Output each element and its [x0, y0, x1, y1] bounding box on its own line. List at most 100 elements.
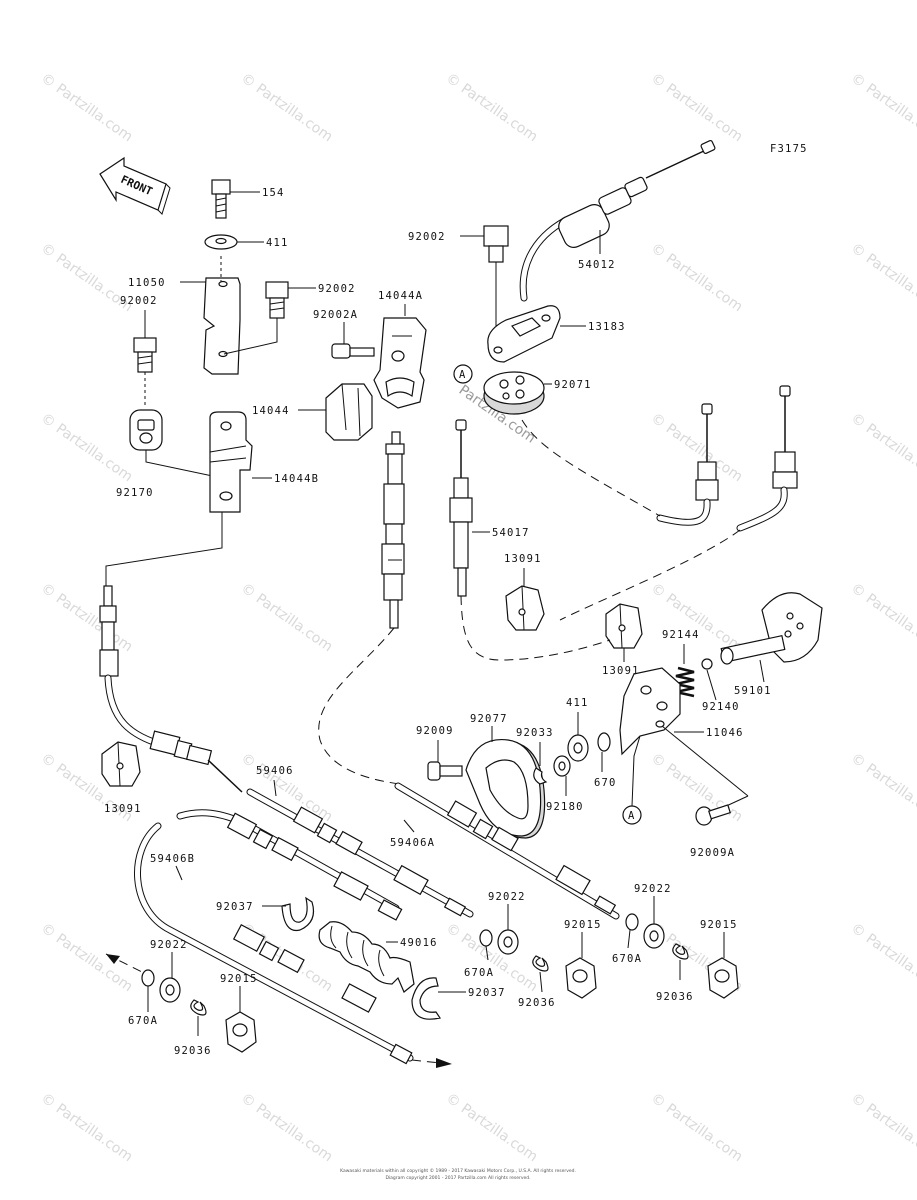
callout-92022-left: 92022: [150, 939, 188, 951]
washer-92022-left: [159, 977, 181, 1003]
watermark: © Partzilla.com: [443, 1090, 541, 1165]
bolt-92002A: [331, 343, 375, 359]
callout-92140: 92140: [702, 701, 740, 713]
callout-411: 411: [266, 237, 289, 249]
callout-14044B: 14044B: [274, 473, 319, 485]
bolt-92002-upper: [265, 281, 289, 319]
callout-92002: 92002: [318, 283, 356, 295]
watermark: © Partzilla.com: [443, 70, 541, 145]
callout-92037-upper: 92037: [216, 901, 254, 913]
o-ring-670: [597, 732, 611, 752]
watermark: © Partzilla.com: [848, 70, 917, 145]
ref-circle-a-bottom: A: [622, 805, 642, 825]
screw-92009: [427, 761, 463, 781]
callout-59101: 59101: [734, 685, 772, 697]
washer-92022-right: [643, 923, 665, 949]
bolt-154: [211, 179, 231, 219]
washer-92036-right: [672, 943, 689, 960]
callout-92015-center: 92015: [564, 919, 602, 931]
callout-92071: 92071: [554, 379, 592, 391]
callout-11046: 11046: [706, 727, 744, 739]
watermark: © Partzilla.com: [38, 1090, 136, 1165]
callout-670A-left: 670A: [128, 1015, 158, 1027]
callout-92033: 92033: [516, 727, 554, 739]
callout-92002-right: 92002: [408, 231, 446, 243]
footer-diagram-copyright: Diagram copyright 2001 - 2017 Partzilla.…: [385, 1175, 530, 1181]
washer-92180: [553, 755, 571, 777]
watermark: © Partzilla.com: [38, 580, 136, 655]
o-ring-670A-center: [479, 929, 493, 947]
callout-59406A: 59406A: [390, 837, 435, 849]
callout-54012: 54012: [578, 259, 616, 271]
watermark: © Partzilla.com: [648, 70, 746, 145]
callout-92144: 92144: [662, 629, 700, 641]
boot-49016: [318, 921, 415, 993]
cable-59406A: [394, 782, 620, 920]
callout-14044A: 14044A: [378, 290, 423, 302]
ball-92140: [701, 658, 713, 670]
o-ring-670A-right: [625, 913, 639, 931]
cable-59406B: [134, 809, 414, 1065]
callout-11050: 11050: [128, 277, 166, 289]
washer-411-lower: [567, 734, 589, 762]
cable-sheath-left: [149, 730, 243, 793]
bracket-14044A: [373, 317, 427, 409]
callout-92077: 92077: [470, 713, 508, 725]
washer-92036-center: [532, 955, 549, 972]
bracket-11050: [203, 277, 241, 375]
cable-59406: [246, 788, 474, 918]
callout-670: 670: [594, 777, 617, 789]
ref-circle-a-top: A: [453, 364, 473, 384]
watermark: © Partzilla.com: [648, 410, 746, 485]
callout-13091-right: 13091: [602, 665, 640, 677]
cable-holder-14044: [325, 383, 373, 441]
watermark: © Partzilla.com: [648, 1090, 746, 1165]
callout-92180: 92180: [546, 801, 584, 813]
watermark: © Partzilla.com: [238, 580, 336, 655]
watermark: © Partzilla.com: [648, 580, 746, 655]
watermark: © Partzilla.com: [648, 240, 746, 315]
cable-right-b: [736, 385, 798, 532]
o-ring-670A-left: [141, 969, 155, 987]
callout-14044: 14044: [252, 405, 290, 417]
callout-92170: 92170: [116, 487, 154, 499]
callout-92022-center: 92022: [488, 891, 526, 903]
callout-92036-right: 92036: [656, 991, 694, 1003]
callout-13091-center: 13091: [504, 553, 542, 565]
watermark: © Partzilla.com: [38, 920, 136, 995]
front-arrow-icon: FRONT: [99, 156, 171, 215]
callout-49016: 49016: [400, 937, 438, 949]
bolt-92002-left: [133, 337, 157, 373]
watermark: © Partzilla.com: [38, 410, 136, 485]
callout-59406: 59406: [256, 765, 294, 777]
clamp-92037-upper: [281, 896, 315, 932]
ref-a: A: [459, 369, 467, 381]
cable-clip-13091-left: [101, 741, 141, 787]
cable-54017: [449, 419, 473, 597]
figure-code: F3175: [770, 143, 808, 155]
nut-92015-center: [565, 957, 597, 999]
screw-92009A: [695, 804, 732, 826]
cable-clip-13091-center: [505, 585, 545, 631]
bolt-92002-right: [483, 225, 509, 263]
callout-92002A: 92002A: [313, 309, 358, 321]
callout-670A-center: 670A: [464, 967, 494, 979]
grommet-92170: [129, 409, 163, 451]
plate-13183: [487, 305, 561, 363]
washer-92036-left: [190, 999, 207, 1016]
callout-92009: 92009: [416, 725, 454, 737]
watermark: © Partzilla.com: [848, 1090, 917, 1165]
watermark: © Partzilla.com: [848, 580, 917, 655]
callout-13183: 13183: [588, 321, 626, 333]
washer-411: [204, 234, 238, 250]
callout-92036-center: 92036: [518, 997, 556, 1009]
nut-92015-left: [225, 1011, 257, 1053]
watermark: © Partzilla.com: [848, 920, 917, 995]
callout-92037-lower: 92037: [468, 987, 506, 999]
grommet-92071: [483, 371, 545, 415]
watermark: © Partzilla.com: [443, 920, 541, 995]
ref-a-bottom: A: [628, 810, 636, 822]
callout-670A-right: 670A: [612, 953, 642, 965]
cable-54012: [519, 139, 716, 302]
watermark: © Partzilla.com: [238, 70, 336, 145]
